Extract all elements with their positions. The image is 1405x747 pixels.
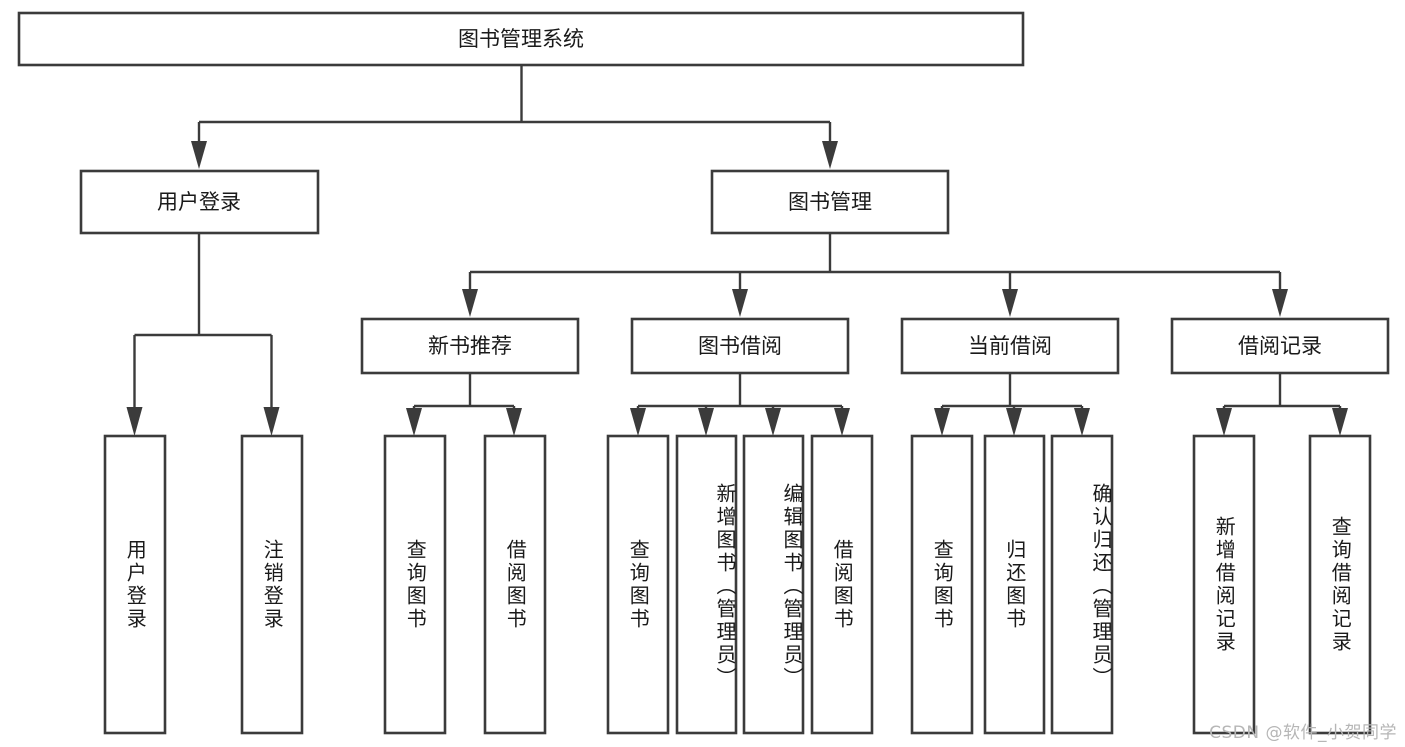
- arrow-icon-leaf-borrow-book-1: [506, 408, 522, 436]
- leaf-add-record-box[interactable]: [1192, 434, 1256, 735]
- connectors: [126, 65, 1348, 436]
- node-book-manage[interactable]: 图书管理: [710, 169, 950, 235]
- node-root[interactable]: 图书管理系统: [17, 11, 1025, 67]
- arrow-icon-book-manage: [822, 141, 838, 169]
- node-root-box[interactable]: [17, 11, 1025, 67]
- leaf-edit-book-box[interactable]: [742, 434, 805, 735]
- leaf-query-record-box[interactable]: [1308, 434, 1372, 735]
- leaf-confirm-return-box[interactable]: [1050, 434, 1114, 735]
- leaf-logout-login-box[interactable]: [240, 434, 304, 735]
- node-current-borrow-label: 当前借阅: [968, 334, 1052, 358]
- leaf-borrow-book-2-box[interactable]: [810, 434, 874, 735]
- node-borrow-record[interactable]: 借阅记录: [1170, 317, 1390, 375]
- node-book-borrow-box[interactable]: [630, 317, 850, 375]
- leaf-add-book-box[interactable]: [675, 434, 738, 735]
- node-new-book-recommend[interactable]: 新书推荐: [360, 317, 580, 375]
- arrow-icon-leaf-user-login: [126, 407, 143, 436]
- arrow-icon-user-login: [191, 141, 207, 169]
- leaf-return-book-box[interactable]: [983, 434, 1046, 735]
- node-new-book-recommend-box[interactable]: [360, 317, 580, 375]
- arrow-icon-leaf-query-book-1: [406, 408, 422, 436]
- leaf-boxes: [103, 434, 1372, 735]
- node-borrow-record-label: 借阅记录: [1238, 334, 1322, 358]
- node-user-login-label: 用户登录: [157, 190, 241, 214]
- node-new-book-recommend-label: 新书推荐: [428, 334, 512, 358]
- arrow-icon-leaf-add-book: [698, 408, 714, 436]
- arrow-icon-leaf-return-book: [1006, 408, 1022, 436]
- arrow-icon-leaf-query-record: [1332, 408, 1348, 436]
- arrow-icon-book-borrow: [732, 289, 748, 317]
- arrow-icon-leaf-query-book-2: [630, 408, 646, 436]
- arrow-icon-leaf-add-record: [1216, 408, 1232, 436]
- node-book-borrow-label: 图书借阅: [698, 334, 782, 358]
- node-current-borrow[interactable]: 当前借阅: [900, 317, 1120, 375]
- leaf-query-book-1-box[interactable]: [383, 434, 447, 735]
- arrow-icon-new-book-recommend: [462, 289, 478, 317]
- leaf-query-book-2-box[interactable]: [606, 434, 670, 735]
- arrow-icon-leaf-borrow-book-2: [834, 408, 850, 436]
- node-book-borrow[interactable]: 图书借阅: [630, 317, 850, 375]
- node-borrow-record-box[interactable]: [1170, 317, 1390, 375]
- arrow-icon-leaf-query-book-3: [934, 408, 950, 436]
- leaf-borrow-book-1-box[interactable]: [483, 434, 547, 735]
- node-user-login[interactable]: 用户登录: [79, 169, 320, 235]
- leaf-query-book-3-box[interactable]: [910, 434, 974, 735]
- node-book-manage-box[interactable]: [710, 169, 950, 235]
- watermark-text: CSDN @软件_小贺同学: [1209, 723, 1397, 743]
- node-root-label: 图书管理系统: [458, 27, 584, 51]
- arrow-icon-leaf-edit-book: [765, 408, 781, 436]
- node-book-manage-label: 图书管理: [788, 190, 872, 214]
- arrow-icon-borrow-record: [1272, 289, 1288, 317]
- leaf-user-login-box[interactable]: [103, 434, 167, 735]
- arrow-icon-leaf-logout: [263, 407, 280, 436]
- node-user-login-box[interactable]: [79, 169, 320, 235]
- arrow-icon-current-borrow: [1002, 289, 1018, 317]
- arrow-icon-leaf-confirm-return: [1074, 408, 1090, 436]
- node-current-borrow-box[interactable]: [900, 317, 1120, 375]
